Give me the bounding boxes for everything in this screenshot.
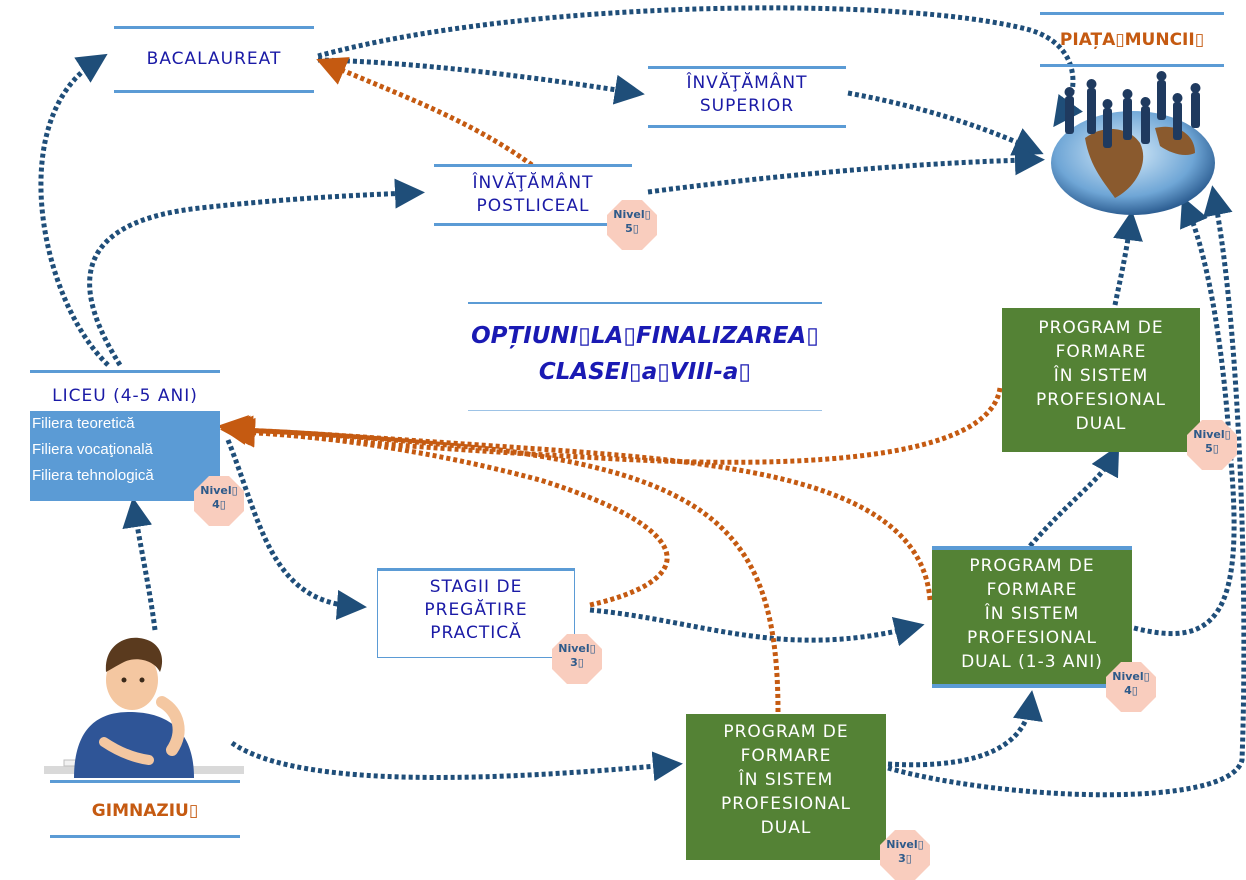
arrow-liceu-postliceal — [87, 178, 425, 367]
nivel-badge-postliceal: Nivel▯ 5▯ — [607, 200, 657, 250]
dual-nivel5-box: PROGRAM DE FORMARE ÎN SISTEM PROFESIONAL… — [1002, 308, 1200, 452]
bacalaureat-label: BACALAUREAT — [146, 49, 282, 69]
nivel-badge-liceu: Nivel▯ 4▯ — [194, 476, 244, 526]
stagii-line2: PREGĂTIRE — [424, 600, 528, 620]
superior-line1: ÎNVĂŢĂMÂNT — [686, 73, 808, 93]
piata-title: PIAȚA▯MUNCII▯ — [1059, 30, 1205, 50]
piata-top-rule — [1040, 12, 1224, 15]
arrow-dual5-liceu — [217, 387, 1003, 465]
arrow-dual3-dual4 — [887, 690, 1043, 768]
postliceal-line1: ÎNVĂŢĂMÂNT — [472, 173, 594, 193]
arrow-postliceal-piata — [647, 145, 1045, 195]
filiera-teoretica: Filiera teoretică — [32, 415, 135, 432]
arrow-stagii-dual4 — [589, 607, 925, 647]
gimnaziu-top-rule — [50, 780, 240, 783]
dual-nivel3-box: PROGRAM DE FORMARE ÎN SISTEM PROFESIONAL… — [686, 714, 886, 860]
arrow-gimnaziu-liceu — [122, 497, 158, 631]
dual-nivel4-box: PROGRAM DE FORMARE ÎN SISTEM PROFESIONAL… — [932, 546, 1132, 688]
title-line1: OPȚIUNI▯LA▯FINALIZAREA▯ — [471, 323, 819, 349]
gimnaziu-bottom-rule — [50, 835, 240, 838]
postliceal-label: ÎNVĂŢĂMÂNT POSTLICEAL — [434, 172, 632, 218]
postliceal-line2: POSTLICEAL — [476, 196, 590, 216]
liceu-heading: LICEU (4-5 ANI) — [52, 386, 198, 406]
title-top-rule — [468, 302, 822, 304]
superior-line2: SUPERIOR — [699, 96, 795, 116]
arrow-gimnaziu-dual3 — [230, 740, 683, 782]
arrow-dual3-liceu — [223, 415, 781, 713]
arrow-superior-piata — [847, 90, 1044, 156]
arrow-dual4-dual5 — [1028, 444, 1120, 548]
arrow-stagii-liceu — [225, 417, 670, 608]
globe-people-image — [1051, 71, 1215, 215]
stagii-label: STAGII DE PREGĂTIRE PRACTICĂ — [377, 576, 575, 645]
bacalaureat-bottom-rule — [114, 90, 314, 93]
arrow-bac-piata — [317, 5, 1083, 128]
liceu-filiere-box: Filiera teoretică Filiera vocaţională Fi… — [30, 411, 220, 501]
title-bottom-rule — [468, 410, 822, 411]
postliceal-box — [434, 164, 632, 226]
filiera-vocationala: Filiera vocaţională — [32, 441, 153, 458]
liceu-top-rule — [30, 370, 220, 373]
gimnaziu-title: GIMNAZIU▯ — [91, 801, 199, 821]
superior-top-rule — [648, 66, 846, 69]
page-title: OPȚIUNI▯LA▯FINALIZAREA▯ CLASEI▯a▯VIII-a▯ — [440, 318, 850, 390]
filiera-tehnologica: Filiera tehnologică — [32, 467, 154, 484]
bacalaureat-top-rule — [114, 26, 314, 29]
stagii-line3: PRACTICĂ — [430, 623, 522, 643]
superior-bottom-rule — [648, 125, 846, 128]
arrow-dual5-piata — [1112, 210, 1143, 306]
stagii-box — [377, 568, 575, 658]
nivel-badge-dual3: Nivel▯ 3▯ — [880, 830, 930, 880]
nivel-badge-dual5: Nivel▯ 5▯ — [1187, 420, 1237, 470]
arrow-dual3-piata — [887, 185, 1246, 798]
superior-label: ÎNVĂŢĂMÂNT SUPERIOR — [648, 72, 846, 118]
title-line2: CLASEI▯a▯VIII-a▯ — [538, 359, 752, 385]
stagii-line1: STAGII DE — [429, 577, 523, 597]
nivel-badge-stagii: Nivel▯ 3▯ — [552, 634, 602, 684]
arrow-liceu-stagii — [225, 439, 367, 620]
arrow-liceu-bacalaureat — [38, 53, 110, 367]
arrow-bac-superior — [317, 57, 645, 105]
nivel-badge-dual4: Nivel▯ 4▯ — [1106, 662, 1156, 712]
piata-bottom-rule — [1040, 64, 1224, 67]
arrow-postliceal-bac — [316, 57, 534, 168]
student-illustration — [44, 637, 244, 778]
